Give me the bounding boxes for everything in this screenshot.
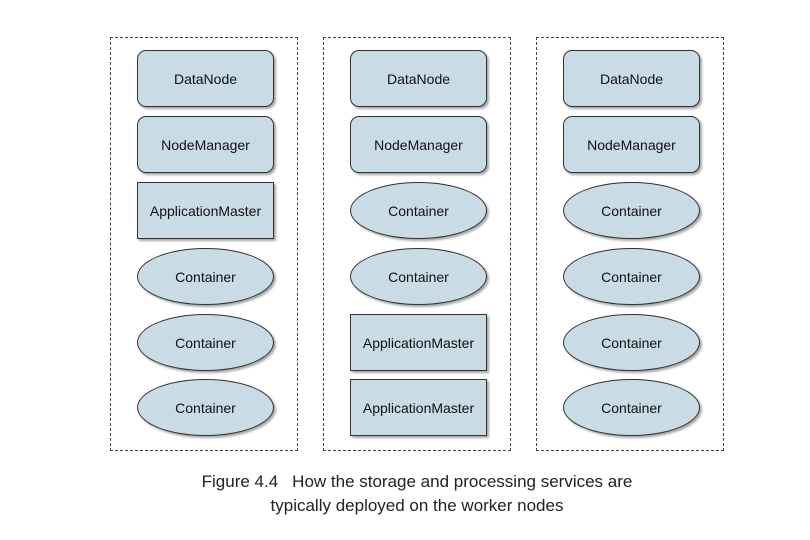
container-ellipse-box: Container	[563, 248, 700, 305]
container-ellipse-box: Container	[563, 314, 700, 371]
worker-node-1	[110, 37, 298, 451]
caption-line-2: typically deployed on the worker nodes	[270, 496, 564, 515]
data-node-rounded-box: DataNode	[563, 50, 700, 107]
container-ellipse-box: Container	[350, 182, 487, 239]
node-manager-rounded-box: NodeManager	[563, 116, 700, 173]
node-manager-rounded-box: NodeManager	[137, 116, 274, 173]
container-ellipse-box: Container	[563, 182, 700, 239]
figure-caption: Figure 4.4 How the storage and processing…	[0, 470, 810, 518]
figure-number: Figure 4.4	[201, 472, 279, 491]
application-master-square-box: ApplicationMaster	[350, 379, 487, 436]
container-ellipse-box: Container	[137, 379, 274, 436]
container-ellipse-box: Container	[137, 248, 274, 305]
node-manager-rounded-box: NodeManager	[350, 116, 487, 173]
application-master-square-box: ApplicationMaster	[350, 314, 487, 371]
caption-text-1: How the storage and processing services …	[292, 472, 633, 491]
container-ellipse-box: Container	[350, 248, 487, 305]
application-master-square-box: ApplicationMaster	[137, 182, 274, 239]
container-ellipse-box: Container	[137, 314, 274, 371]
data-node-rounded-box: DataNode	[137, 50, 274, 107]
data-node-rounded-box: DataNode	[350, 50, 487, 107]
worker-node-3	[536, 37, 724, 451]
caption-line-1: Figure 4.4 How the storage and processing…	[0, 470, 810, 494]
worker-node-2	[323, 37, 511, 451]
container-ellipse-box: Container	[563, 379, 700, 436]
